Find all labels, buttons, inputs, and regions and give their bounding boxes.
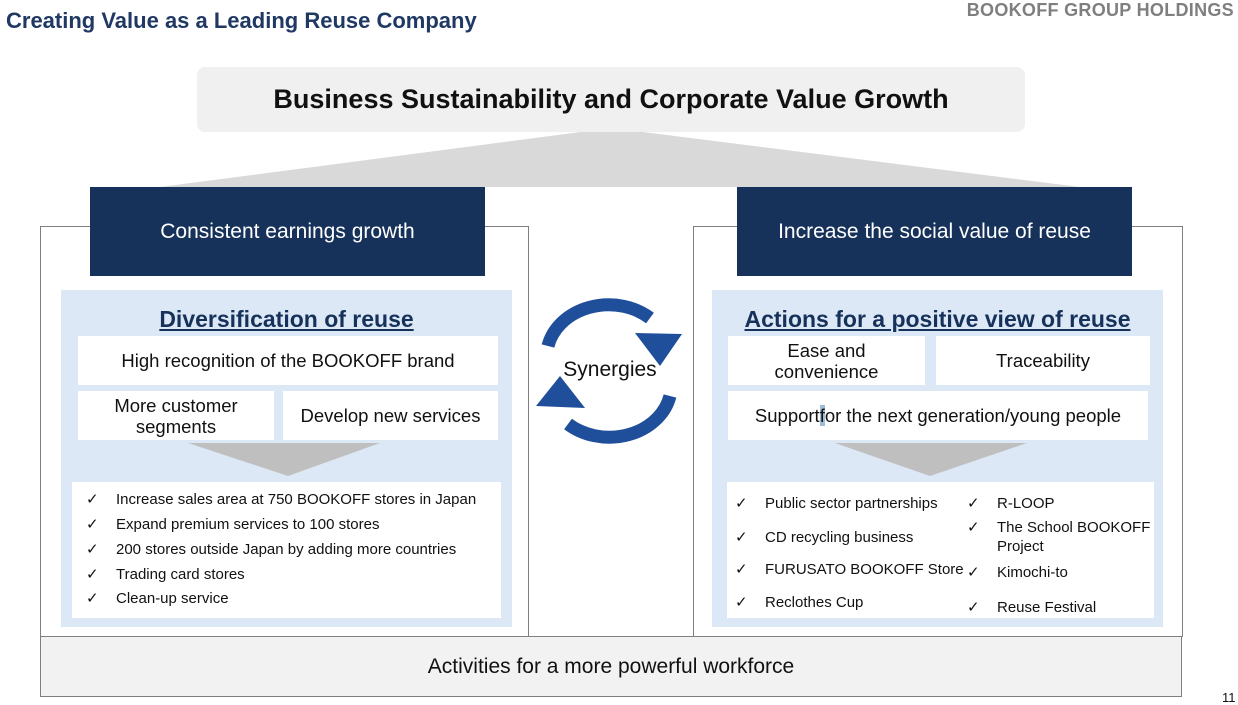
list-item: ✓ R-LOOP [967,494,1055,513]
list-item: ✓ Clean-up service [86,589,229,608]
text-cursor-highlight: f [819,405,825,426]
check-icon: ✓ [86,516,99,533]
check-icon: ✓ [735,594,748,611]
item-text: 200 stores outside Japan by adding more … [116,541,457,558]
item-text: The School BOOKOFF Project [997,519,1151,555]
item-text: Clean-up service [116,590,229,607]
check-icon: ✓ [967,564,980,581]
check-icon: ✓ [86,541,99,558]
right-panel: Actions for a positive view of reuse Eas… [712,290,1163,627]
check-icon: ✓ [967,599,980,616]
item-text: FURUSATO BOOKOFF Store [765,561,964,578]
check-icon: ✓ [735,495,748,512]
roof-triangle [160,128,1080,187]
down-arrow-icon [188,443,380,476]
item-text: Expand premium services to 100 stores [116,516,380,533]
brand-logo: BOOKOFF GROUP HOLDINGS [966,0,1234,20]
list-item: ✓ 200 stores outside Japan by adding more… [86,540,456,559]
check-icon: ✓ [86,566,99,583]
list-item: ✓ Reuse Festival [967,598,1096,617]
left-panel: Diversification of reuse High recognitio… [61,290,512,627]
check-icon: ✓ [735,529,748,546]
down-arrow-icon [835,443,1027,476]
check-icon: ✓ [86,491,99,508]
support-text: Support [754,405,820,426]
brand-recognition-box: High recognition of the BOOKOFF brand [78,336,498,385]
top-goal: Business Sustainability and Corporate Va… [197,67,1025,132]
customer-segments-box: More customer segments [78,391,274,440]
item-text: Reuse Festival [997,599,1097,616]
right-heading: Actions for a positive view of reuse [744,306,1131,332]
right-list: ✓ Public sector partnerships ✓ CD recyclin… [727,482,1154,618]
item-text: Increase sales area at 750 BOOKOFF store… [116,491,477,508]
page-number: 11 [1222,690,1236,705]
list-item: ✓ Trading card stores [86,565,245,584]
check-icon: ✓ [735,561,748,578]
list-item: ✓ Kimochi-to [967,563,1068,582]
workforce-foundation: Activities for a more powerful workforce [40,636,1182,697]
list-item: ✓ Expand premium services to 100 stores [86,515,379,534]
synergies-label: Synergies [563,358,657,381]
new-services-box: Develop new services [283,391,498,440]
item-text: Public sector partnerships [765,495,938,512]
item-text: CD recycling business [765,529,914,546]
traceability-box: Traceability [936,336,1150,385]
check-icon: ✓ [967,495,980,512]
list-item: ✓ CD recycling business [735,528,913,547]
left-list: ✓ Increase sales area at 750 BOOKOFF stor… [72,482,501,618]
ease-convenience-box: Ease and convenience [728,336,925,385]
list-item: ✓ FURUSATO BOOKOFF Store [735,560,964,579]
check-icon: ✓ [967,519,980,536]
left-heading: Diversification of reuse [159,306,414,332]
list-item: ✓ Public sector partnerships [735,494,938,513]
item-text: Trading card stores [116,566,245,583]
item-text: Reclothes Cup [765,594,864,611]
list-item: ✓ The School BOOKOFF Project [967,518,1157,556]
list-item: ✓ Increase sales area at 750 BOOKOFF stor… [86,490,476,509]
synergy-cycle-icon [536,298,682,444]
check-icon: ✓ [86,590,99,607]
right-pillar-header: Increase the social value of reuse [737,187,1132,276]
list-item: ✓ Reclothes Cup [735,593,863,612]
slide-title: Creating Value as a Leading Reuse Compan… [6,8,477,33]
left-pillar-header: Consistent earnings growth [90,187,485,276]
item-text: R-LOOP [997,495,1055,512]
support-text: or the next generation/young people [824,405,1122,426]
item-text: Kimochi-to [997,564,1068,581]
